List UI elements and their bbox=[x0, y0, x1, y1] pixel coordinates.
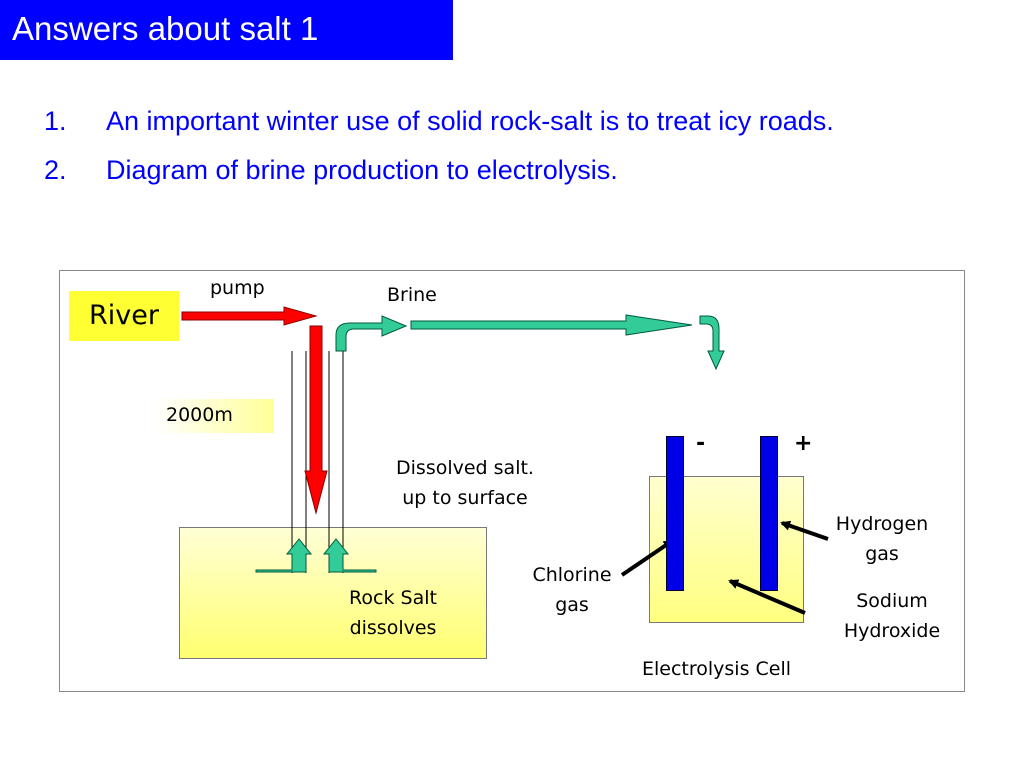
title-bar: Answers about salt 1 bbox=[0, 0, 453, 60]
bullet-number: 1. bbox=[44, 106, 67, 136]
page-title: Answers about salt 1 bbox=[12, 10, 319, 47]
depth-label: 2000m bbox=[166, 404, 233, 426]
chlorine-gas-label: Chlorine gas bbox=[532, 564, 612, 616]
bullet-item: 2. Diagram of brine production to electr… bbox=[44, 153, 944, 188]
pump-label: pump bbox=[210, 277, 265, 299]
rock-salt-label: Rock Salt dissolves bbox=[349, 587, 437, 639]
bullet-list: 1. An important winter use of solid rock… bbox=[44, 104, 944, 202]
depth-label-box: 2000m bbox=[154, 399, 274, 433]
negative-terminal-label: - bbox=[696, 431, 706, 456]
diagram-arrows bbox=[181, 306, 829, 615]
sodium-pointer-arrow bbox=[728, 579, 806, 615]
brine-riser-arrow bbox=[335, 315, 408, 352]
brine-label: Brine bbox=[387, 284, 437, 306]
down-water-arrow bbox=[304, 325, 328, 515]
sodium-hydroxide-label: Sodium Hydroxide bbox=[843, 590, 941, 642]
hydrogen-gas-label: Hydrogen gas bbox=[835, 513, 929, 565]
brine-inlet-arrow bbox=[699, 315, 725, 371]
brine-flow-arrow bbox=[410, 314, 693, 336]
bullet-text: An important winter use of solid rock-sa… bbox=[106, 106, 834, 136]
bullet-item: 1. An important winter use of solid rock… bbox=[44, 104, 944, 139]
river-label-box: River bbox=[69, 291, 179, 341]
positive-terminal-label: + bbox=[794, 431, 813, 456]
left-inlet-arrow bbox=[255, 538, 313, 573]
brine-diagram: River 2000m pump Brine Dissolved salt. u… bbox=[59, 270, 965, 692]
right-inlet-arrow bbox=[322, 538, 377, 573]
dissolved-salt-label: Dissolved salt. up to surface bbox=[396, 457, 534, 509]
negative-electrode bbox=[666, 436, 684, 591]
river-label: River bbox=[89, 300, 159, 331]
river-arrow bbox=[181, 306, 318, 326]
bullet-text: Diagram of brine production to electroly… bbox=[106, 155, 618, 185]
bullet-number: 2. bbox=[44, 155, 67, 185]
hydrogen-pointer-arrow bbox=[780, 520, 829, 541]
electrolysis-cell-label: Electrolysis Cell bbox=[642, 658, 792, 680]
positive-electrode bbox=[760, 436, 778, 591]
chlorine-pointer-arrow bbox=[620, 539, 674, 577]
